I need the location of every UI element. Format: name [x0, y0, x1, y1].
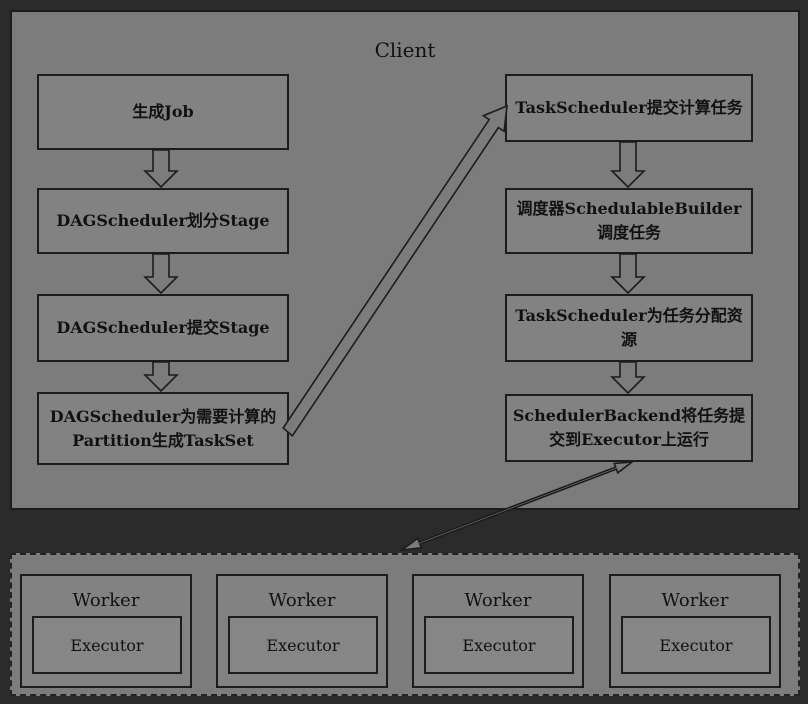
right-step-allocate-resources: TaskScheduler为任务分配资源: [505, 294, 753, 362]
worker-node: Worker Executor: [20, 574, 192, 688]
executor-box: Executor: [424, 616, 574, 674]
worker-node: Worker Executor: [609, 574, 781, 688]
down-arrow-icon: [610, 253, 646, 295]
down-arrow-icon: [143, 253, 179, 295]
worker-label: Worker: [268, 590, 336, 611]
executor-box: Executor: [228, 616, 378, 674]
down-arrow-icon: [610, 361, 646, 395]
right-step-schedule-tasks: 调度器SchedulableBuilder调度任务: [505, 188, 753, 254]
worker-node: Worker Executor: [216, 574, 388, 688]
diagonal-arrow-icon: [282, 104, 508, 437]
down-arrow-icon: [610, 141, 646, 189]
left-step-submit-stage: DAGScheduler提交Stage: [37, 294, 289, 362]
worker-node: Worker Executor: [412, 574, 584, 688]
down-arrow-icon: [143, 149, 179, 189]
executor-box: Executor: [621, 616, 771, 674]
left-step-generate-job: 生成Job: [37, 74, 289, 150]
client-title: Client: [374, 38, 436, 62]
worker-label: Worker: [464, 590, 532, 611]
right-step-submit-tasks: TaskScheduler提交计算任务: [505, 74, 753, 142]
left-step-divide-stage: DAGScheduler划分Stage: [37, 188, 289, 254]
executor-box: Executor: [32, 616, 182, 674]
worker-label: Worker: [72, 590, 140, 611]
worker-label: Worker: [661, 590, 729, 611]
double-arrow-icon: [399, 460, 635, 552]
down-arrow-icon: [143, 361, 179, 393]
right-step-run-on-executor: SchedulerBackend将任务提交到Executor上运行: [505, 394, 753, 462]
